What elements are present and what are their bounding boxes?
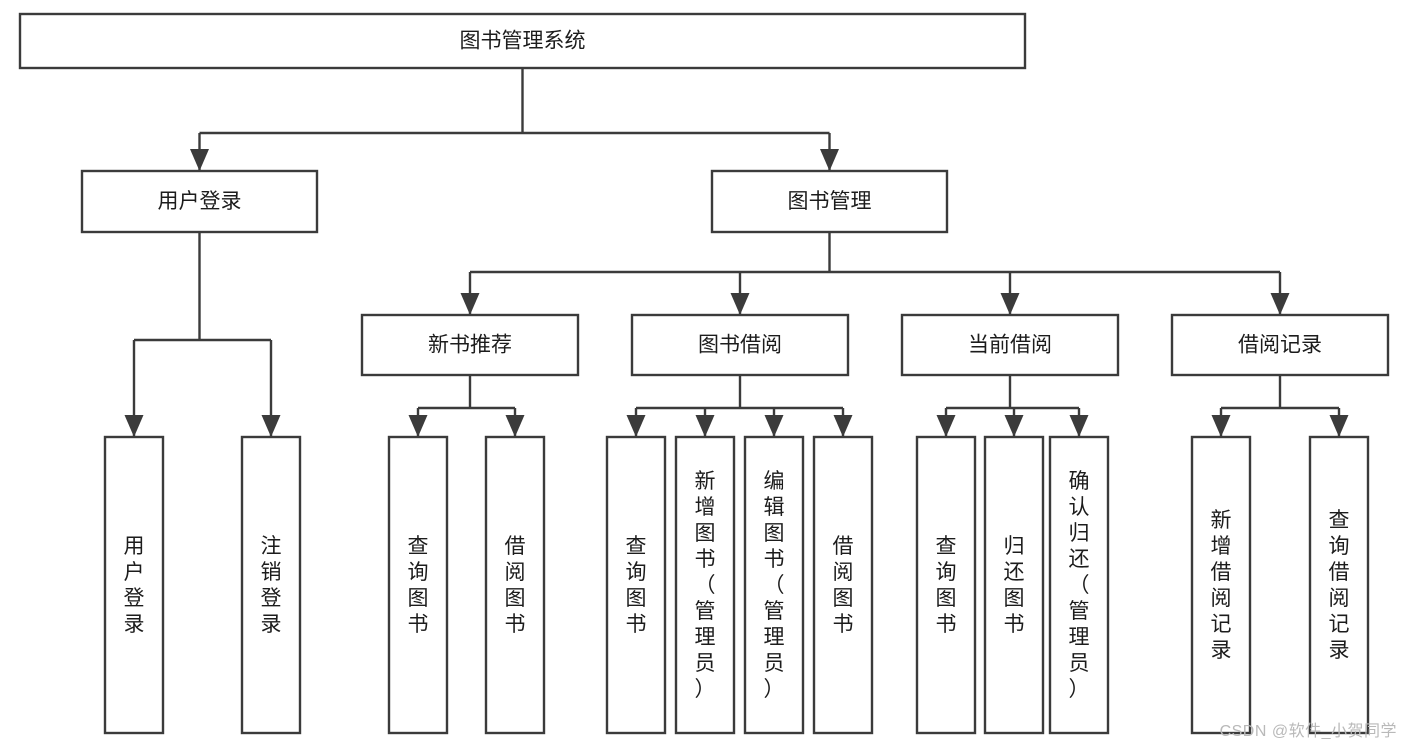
- node-box-user-login: [80, 169, 319, 234]
- node-label-recommend-borrow-book: 借阅图书: [505, 535, 526, 636]
- arrow-head-icon: [190, 149, 209, 171]
- node-record-query[interactable]: 查询借阅记录: [1308, 435, 1370, 735]
- node-label-new-book-recommend: 新书推荐: [428, 334, 512, 357]
- node-label-book-manage: 图书管理: [788, 190, 872, 213]
- node-label-current-return-book: 归还图书: [1004, 535, 1025, 636]
- connectors-layer: [124, 68, 1349, 437]
- node-label-current-query-book: 查询图书: [936, 535, 957, 636]
- node-box-recommend-query-book: [387, 435, 449, 735]
- arrow-head-icon: [1211, 415, 1231, 437]
- csdn-watermark: CSDN @软件_小贺同学: [1219, 723, 1397, 740]
- node-box-user-login-do: [103, 435, 165, 735]
- node-recommend-borrow-book[interactable]: 借阅图书: [484, 435, 546, 735]
- node-label-recommend-query-book: 查询图书: [408, 535, 429, 636]
- node-box-book-manage: [710, 169, 949, 234]
- arrow-head-icon: [626, 415, 646, 437]
- node-current-query-book[interactable]: 查询图书: [915, 435, 977, 735]
- node-box-borrow-edit-book: [743, 435, 805, 735]
- node-box-borrow-record: [1170, 313, 1390, 377]
- node-box-record-query: [1308, 435, 1370, 735]
- node-label-borrow-add-book: 新增图书（管理员）: [695, 470, 716, 701]
- node-label-current-borrow: 当前借阅: [968, 334, 1052, 357]
- node-current-borrow[interactable]: 当前借阅: [900, 313, 1120, 377]
- arrow-head-icon: [505, 415, 525, 437]
- arrow-head-icon: [1004, 415, 1024, 437]
- node-label-borrow-borrow-book: 借阅图书: [833, 535, 854, 636]
- node-borrow-query-book[interactable]: 查询图书: [605, 435, 667, 735]
- node-label-borrow-edit-book: 编辑图书（管理员）: [764, 470, 785, 701]
- arrow-head-icon: [408, 415, 428, 437]
- node-book-borrow[interactable]: 图书借阅: [630, 313, 850, 377]
- node-root[interactable]: 图书管理系统: [18, 12, 1027, 70]
- node-label-record-query: 查询借阅记录: [1329, 509, 1350, 662]
- arrow-head-icon: [764, 415, 784, 437]
- node-box-current-confirm-return: [1048, 435, 1110, 735]
- node-box-new-book-recommend: [360, 313, 580, 377]
- arrow-head-icon: [820, 149, 839, 171]
- node-box-book-borrow: [630, 313, 850, 377]
- node-borrow-record[interactable]: 借阅记录: [1170, 313, 1390, 377]
- node-current-return-book[interactable]: 归还图书: [983, 435, 1045, 735]
- arrow-head-icon: [1329, 415, 1349, 437]
- node-borrow-add-book[interactable]: 新增图书（管理员）: [674, 435, 736, 735]
- node-borrow-borrow-book[interactable]: 借阅图书: [812, 435, 874, 735]
- node-box-current-borrow: [900, 313, 1120, 377]
- arrow-head-icon: [695, 415, 715, 437]
- node-box-root: [18, 12, 1027, 70]
- nodes-layer: 图书管理系统用户登录用户登录注销登录图书管理新书推荐查询图书借阅图书图书借阅查询…: [18, 12, 1390, 735]
- node-record-add[interactable]: 新增借阅记录: [1190, 435, 1252, 735]
- arrow-head-icon: [730, 293, 750, 315]
- node-borrow-edit-book[interactable]: 编辑图书（管理员）: [743, 435, 805, 735]
- node-user-login[interactable]: 用户登录: [80, 169, 319, 234]
- node-user-logout[interactable]: 注销登录: [240, 435, 302, 735]
- node-label-borrow-record: 借阅记录: [1238, 334, 1322, 357]
- node-book-manage[interactable]: 图书管理: [710, 169, 949, 234]
- node-box-borrow-query-book: [605, 435, 667, 735]
- node-box-user-logout: [240, 435, 302, 735]
- node-box-borrow-borrow-book: [812, 435, 874, 735]
- arrow-head-icon: [936, 415, 956, 437]
- node-label-book-borrow: 图书借阅: [698, 334, 782, 357]
- node-new-book-recommend[interactable]: 新书推荐: [360, 313, 580, 377]
- node-box-recommend-borrow-book: [484, 435, 546, 735]
- node-recommend-query-book[interactable]: 查询图书: [387, 435, 449, 735]
- arrow-head-icon: [1000, 293, 1020, 315]
- node-box-current-return-book: [983, 435, 1045, 735]
- node-label-user-logout: 注销登录: [261, 535, 282, 636]
- node-label-current-confirm-return: 确认归还（管理员）: [1069, 470, 1090, 701]
- arrow-head-icon: [833, 415, 853, 437]
- arrow-head-icon: [124, 415, 144, 437]
- node-box-borrow-add-book: [674, 435, 736, 735]
- arrow-head-icon: [261, 415, 281, 437]
- node-label-user-login-do: 用户登录: [124, 535, 145, 636]
- node-label-root: 图书管理系统: [460, 30, 586, 53]
- node-box-current-query-book: [915, 435, 977, 735]
- node-label-borrow-query-book: 查询图书: [626, 535, 647, 636]
- node-label-user-login: 用户登录: [158, 190, 242, 213]
- node-label-record-add: 新增借阅记录: [1211, 509, 1232, 662]
- node-user-login-do[interactable]: 用户登录: [103, 435, 165, 735]
- node-box-record-add: [1190, 435, 1252, 735]
- arrow-head-icon: [1069, 415, 1089, 437]
- node-current-confirm-return[interactable]: 确认归还（管理员）: [1048, 435, 1110, 735]
- arrow-head-icon: [1270, 293, 1290, 315]
- arrow-head-icon: [460, 293, 480, 315]
